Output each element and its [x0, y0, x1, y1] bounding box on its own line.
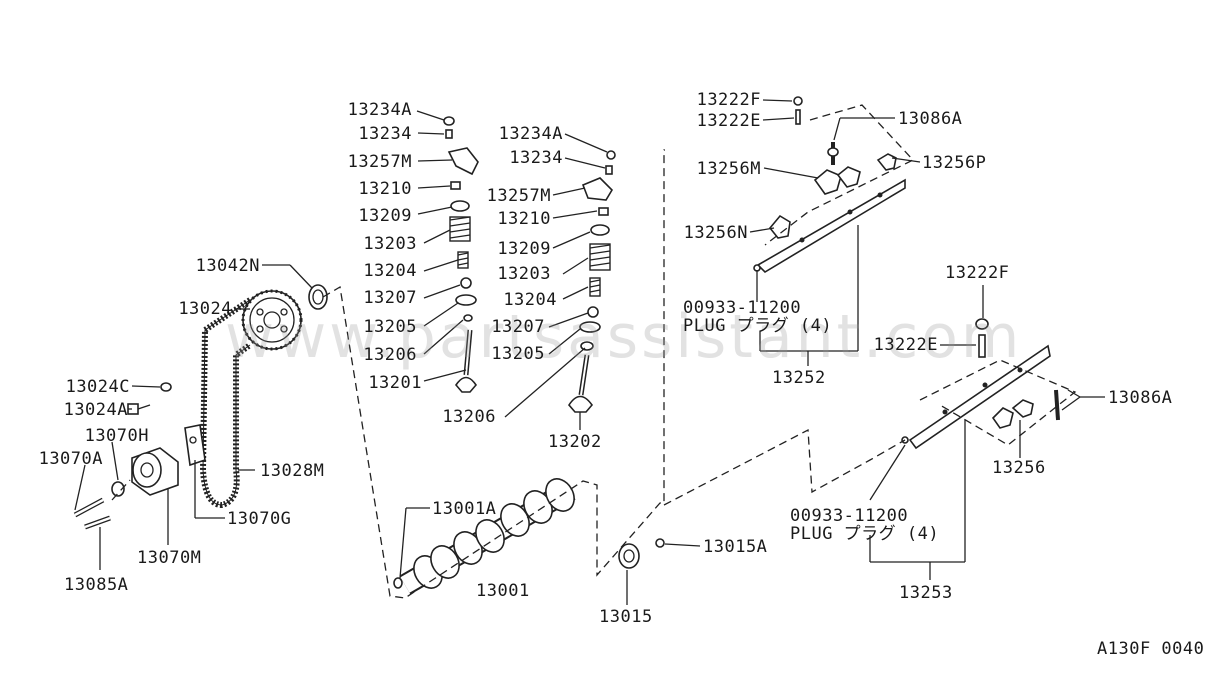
- label-13086a-top: 13086A: [898, 109, 963, 129]
- label-plug-text-top: PLUG プラグ (4): [683, 316, 833, 336]
- oil-seal: [308, 284, 328, 310]
- camshaft-sprocket: [241, 289, 303, 351]
- collar-13070h: [111, 481, 125, 497]
- label-13001a: 13001A: [432, 499, 497, 519]
- label-13086a-right: 13086A: [1108, 388, 1173, 408]
- label-13203-right: 13203: [497, 264, 551, 284]
- label-13257m-left: 13257M: [347, 152, 412, 172]
- label-13028m: 13028M: [260, 461, 325, 481]
- valve-train-right: [568, 150, 616, 413]
- label-13234-right: 13234: [509, 148, 563, 168]
- label-13070m: 13070M: [137, 548, 202, 568]
- label-13024a: 13024A: [63, 400, 128, 420]
- label-13210-left: 13210: [358, 179, 412, 199]
- label-13253: 13253: [899, 583, 953, 603]
- label-13085a: 13085A: [64, 575, 129, 595]
- label-13205-left: 13205: [363, 317, 417, 337]
- label-13070h: 13070H: [84, 426, 149, 446]
- timing-belt: [199, 297, 252, 509]
- label-plug-code-top: 00933-11200: [683, 298, 802, 318]
- label-13205-right: 13205: [491, 344, 545, 364]
- label-13042n: 13042N: [195, 256, 260, 276]
- figure-code: A130F 0040: [1097, 639, 1205, 659]
- label-13209-left: 13209: [358, 206, 412, 226]
- leader-lines: [74, 99, 1105, 605]
- label-plug-code-bottom: 00933-11200: [790, 506, 909, 526]
- bolt-13085a: [84, 515, 111, 530]
- label-13256: 13256: [992, 458, 1046, 478]
- camshaft-plug: [618, 538, 665, 569]
- label-13222f-right: 13222F: [945, 263, 1010, 283]
- label-13015: 13015: [599, 607, 653, 627]
- washer-13024c: [160, 382, 172, 392]
- label-13222f-top: 13222F: [696, 90, 761, 110]
- rocker-shaft-top: [753, 96, 906, 274]
- belt-guide: [184, 424, 206, 467]
- label-13204-left: 13204: [363, 261, 417, 281]
- label-13257m-right: 13257M: [486, 186, 551, 206]
- label-13001: 13001: [476, 581, 530, 601]
- label-13024c: 13024C: [65, 377, 130, 397]
- label-13256m: 13256M: [696, 159, 761, 179]
- label-13234-left: 13234: [358, 124, 412, 144]
- label-13024: 13024: [178, 299, 232, 319]
- bolt-13070a: [73, 497, 105, 518]
- label-13256p: 13256P: [922, 153, 987, 173]
- label-13234a-left: 13234A: [347, 100, 412, 120]
- label-13222e-right: 13222E: [873, 335, 938, 355]
- label-13207-right: 13207: [491, 317, 545, 337]
- label-13206-right: 13206: [442, 407, 496, 427]
- label-13201: 13201: [368, 373, 422, 393]
- label-13070a: 13070A: [38, 449, 103, 469]
- label-13210-right: 13210: [497, 209, 551, 229]
- camshaft: [393, 478, 576, 595]
- label-13203-left: 13203: [363, 234, 417, 254]
- label-13204-right: 13204: [503, 290, 557, 310]
- label-13209-right: 13209: [497, 239, 551, 259]
- watermark: www.partsassistant.com: [225, 302, 1023, 372]
- label-13222e-top: 13222E: [696, 111, 761, 131]
- rocker-shaft-right: [901, 318, 1060, 450]
- label-13202: 13202: [548, 432, 602, 452]
- label-13234a-right: 13234A: [498, 124, 563, 144]
- belt-tensioner: [131, 447, 179, 496]
- label-13070g: 13070G: [227, 509, 292, 529]
- label-13256n: 13256N: [683, 223, 748, 243]
- label-13207-left: 13207: [363, 288, 417, 308]
- label-13206-left: 13206: [363, 345, 417, 365]
- label-13015a: 13015A: [703, 537, 768, 557]
- label-plug-text-bottom: PLUG プラグ (4): [790, 524, 940, 544]
- label-13252: 13252: [772, 368, 826, 388]
